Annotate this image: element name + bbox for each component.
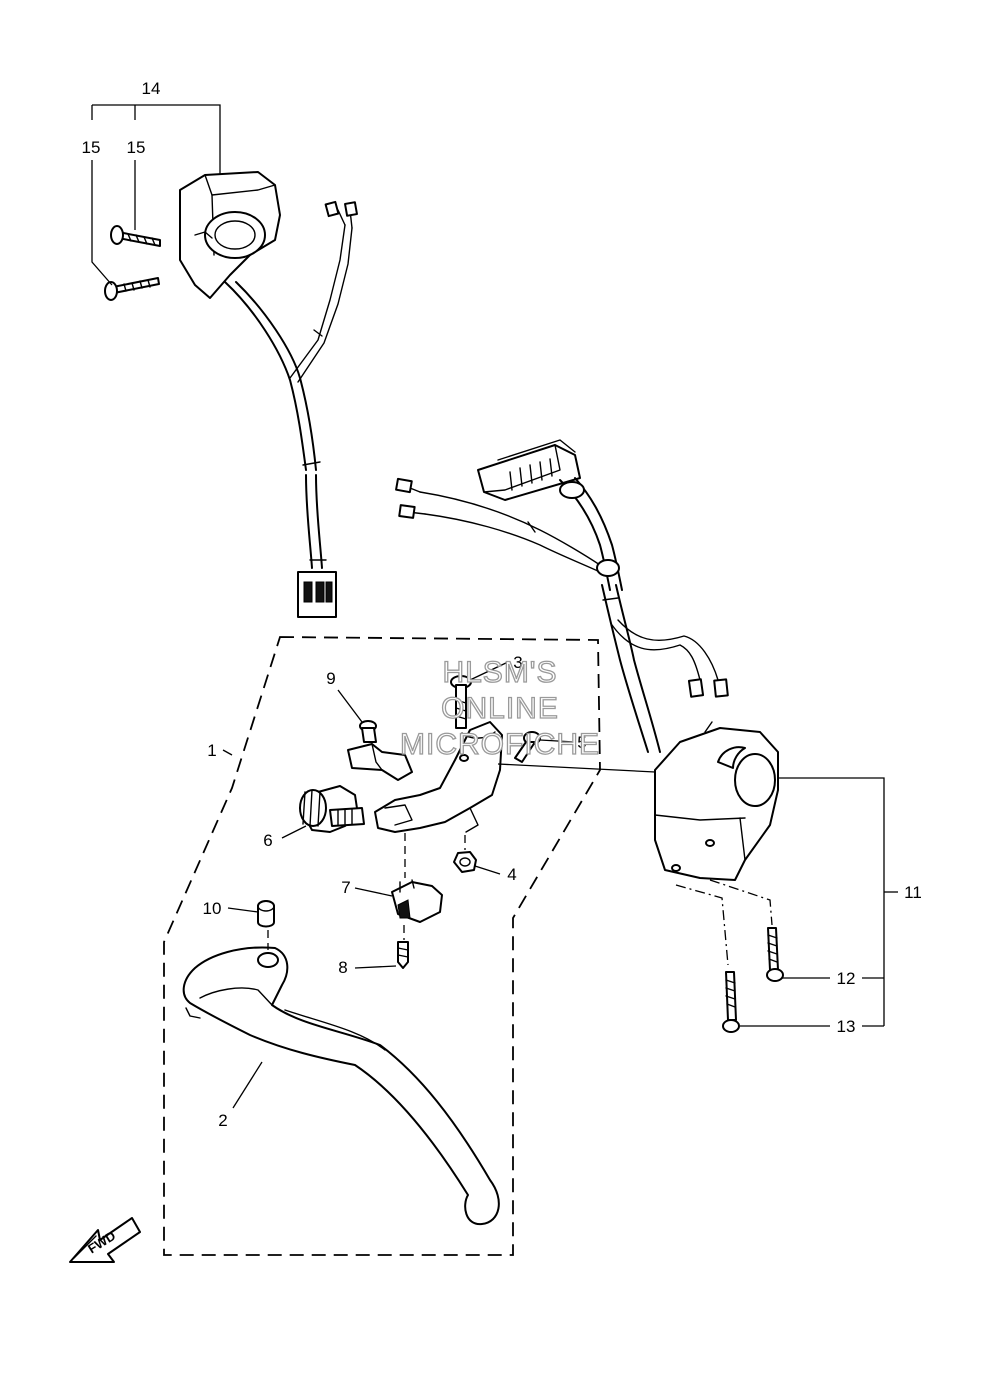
callout-9: 9 [326,669,335,688]
callout-3: 3 [513,653,522,672]
watermark-line-1: HLSM'S [442,656,557,689]
nut-4 [453,851,477,873]
screw-13 [722,971,740,1033]
callout-15-left: 15 [82,138,101,157]
callout-10: 10 [203,899,222,918]
callout-13: 13 [837,1017,856,1036]
leader-lines [91,104,898,1109]
callout-15-right: 15 [127,138,146,157]
screw-12 [766,927,784,982]
callout-4: 4 [507,865,516,884]
callout-8: 8 [338,958,347,977]
watermark-line-2: ONLINE [441,692,559,725]
callout-1: 1 [207,741,216,760]
callout-2: 2 [218,1111,227,1130]
left-handlebar-switch [179,171,281,299]
screw-5 [514,731,541,763]
screw-upper-left [110,225,161,247]
lever-pivot-clip [347,743,413,781]
lever-adjuster-knob [299,785,365,833]
forward-direction-arrow: FWD [69,1217,141,1263]
callout-11: 11 [904,883,922,902]
callout-5: 5 [577,733,586,752]
callout-12: 12 [837,969,856,988]
bolt-3 [450,675,472,729]
screw-8 [397,941,409,969]
watermark-line-3: MICROFICHE [400,728,600,761]
callout-14: 14 [142,79,161,98]
clutch-lever-2 [182,946,500,1226]
bolt-9 [359,720,377,743]
collar-10 [257,900,275,928]
right-handlebar-switch [654,721,779,881]
left-switch-wiring-harness [224,200,358,618]
callout-7: 7 [341,878,350,897]
screw-lower-left [104,277,160,301]
callout-6: 6 [263,831,272,850]
watermark: HLSM'S ONLINE MICROFICHE [399,655,600,761]
right-switch-wiring-harness [395,439,729,753]
lever-assembly-outline [163,636,601,1256]
clutch-switch-7 [391,879,443,923]
lever-holder [374,721,503,833]
